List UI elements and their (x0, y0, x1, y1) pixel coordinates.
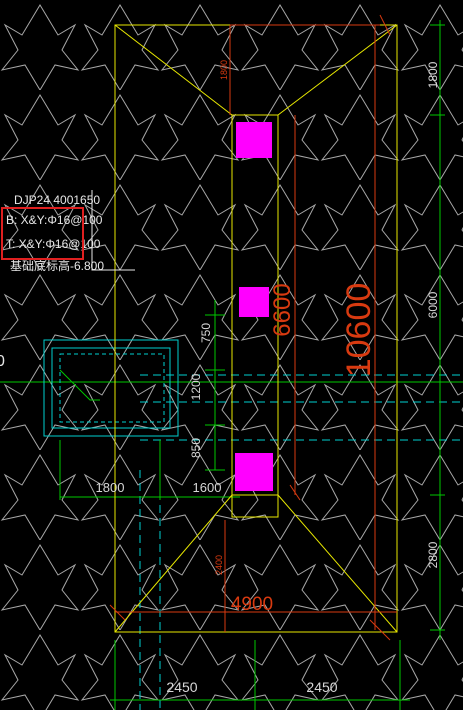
highlight-box (1, 207, 84, 260)
dim-red-4900: 4900 (231, 594, 273, 615)
red-dimension-lines (109, 14, 397, 641)
isolated-footing-outline[interactable] (43, 339, 179, 437)
dim-vertical-1200: 1200 (189, 373, 203, 400)
annotation-line-2: B: X&Y:Φ16@100 (6, 213, 103, 227)
green-dimension-lines (0, 20, 463, 710)
dim-lower-left-1800: 1800 (96, 480, 125, 495)
column-marker[interactable] (235, 453, 273, 491)
dim-right-6000: 6000 (426, 291, 440, 318)
dim-red-top-1800: 1800 (219, 60, 229, 80)
dim-vertical-850: 850 (189, 438, 203, 458)
annotation-line-3: T: X&Y:Φ16@100 (6, 237, 101, 251)
dim-lower-left-1600: 1600 (193, 480, 222, 495)
left-edge-label: 0 (0, 353, 5, 370)
column-markers (235, 122, 273, 491)
dim-bottom-right-2450: 2450 (306, 679, 337, 695)
column-marker[interactable] (236, 122, 272, 158)
annotation-block: DJP24 4001650 B: X&Y:Φ16@100 T: X&Y:Φ16@… (6, 190, 135, 273)
dim-red-6600: 6600 (269, 283, 296, 336)
axis-lines (139, 374, 463, 710)
annotation-line-4: 基础底标高-6.800 (10, 258, 104, 273)
dim-right-1800: 1800 (426, 61, 440, 88)
dim-red-2400: 2400 (214, 555, 224, 575)
dim-bottom-left-2450: 2450 (166, 679, 197, 695)
dim-red-10600: 10600 (340, 283, 378, 378)
column-marker[interactable] (239, 287, 269, 317)
annotation-line-1: DJP24 4001650 (14, 193, 100, 207)
dim-vertical-750: 750 (199, 323, 213, 343)
dim-right-2800: 2800 (426, 541, 440, 568)
